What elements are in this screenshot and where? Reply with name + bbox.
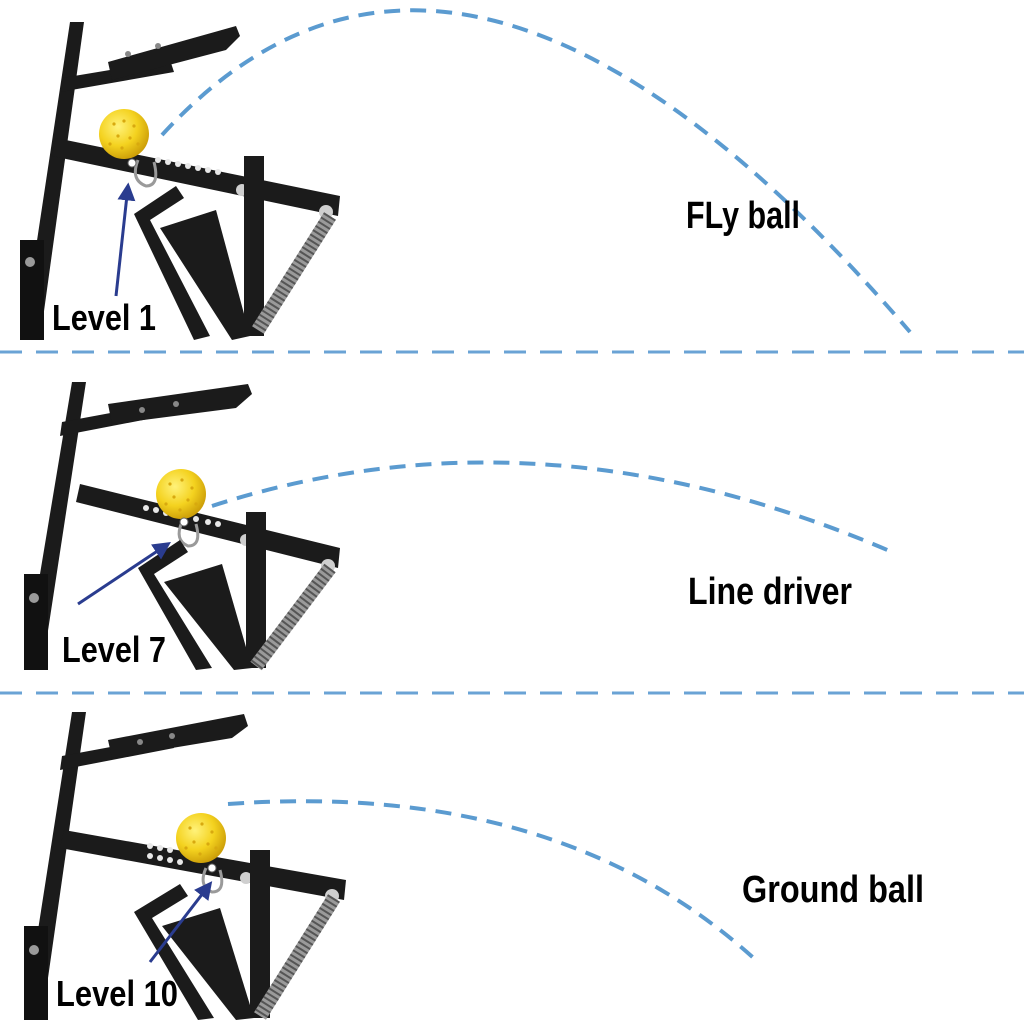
pin-arrow-icon <box>148 881 213 963</box>
trajectory-line-driver <box>211 460 893 554</box>
panel-ground-ball: Level 10 Ground ball <box>24 712 924 1020</box>
softball-icon <box>176 813 226 863</box>
pin-arrow-icon <box>77 542 171 606</box>
level-label: Level 1 <box>52 297 156 338</box>
level-label: Level 7 <box>62 629 166 670</box>
pin-icon <box>207 863 217 873</box>
pitching-machine-icon <box>20 22 340 340</box>
pin-icon <box>127 158 137 168</box>
softball-icon <box>156 469 206 519</box>
pin-arrow-icon <box>114 182 136 297</box>
shot-label: Ground ball <box>742 869 924 911</box>
softball-icon <box>99 109 149 159</box>
panel-fly-ball: Level 1 FLy ball <box>20 8 912 340</box>
pitching-machine-icon <box>24 382 340 671</box>
trajectory-ground-ball <box>227 799 760 964</box>
pin-icon <box>179 517 189 527</box>
panel-line-driver: Level 7 Line driver <box>24 382 893 671</box>
pitching-machine-icon <box>24 712 346 1020</box>
trajectory-fly-ball <box>160 8 912 334</box>
level-label: Level 10 <box>56 973 178 1014</box>
shot-label: Line driver <box>688 571 852 613</box>
shot-label: FLy ball <box>686 195 800 237</box>
